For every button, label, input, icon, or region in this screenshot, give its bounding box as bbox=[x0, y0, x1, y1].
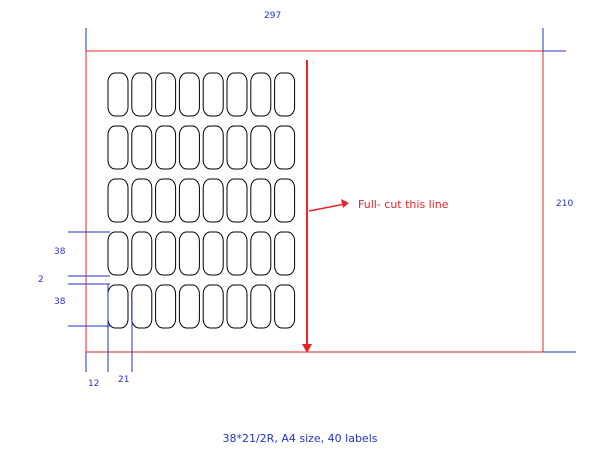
label-outline-40 bbox=[274, 284, 296, 329]
label-outline-25 bbox=[107, 231, 129, 276]
label-outline-39 bbox=[250, 284, 272, 329]
label-outline-6 bbox=[226, 72, 248, 117]
label-grid bbox=[107, 72, 296, 329]
label-outline-19 bbox=[155, 178, 177, 223]
label-outline-22 bbox=[226, 178, 248, 223]
label-outline-16 bbox=[274, 125, 296, 170]
label-height-value-2: 38 bbox=[54, 297, 66, 307]
label-outline-36 bbox=[178, 284, 200, 329]
label-outline-1 bbox=[107, 72, 129, 117]
label-outline-23 bbox=[250, 178, 272, 223]
label-outline-13 bbox=[202, 125, 224, 170]
label-outline-12 bbox=[178, 125, 200, 170]
row-gap-value: 2 bbox=[38, 275, 44, 285]
label-outline-29 bbox=[202, 231, 224, 276]
label-outline-34 bbox=[131, 284, 153, 329]
label-outline-17 bbox=[107, 178, 129, 223]
label-outline-14 bbox=[226, 125, 248, 170]
annotation-arrowhead bbox=[341, 199, 349, 208]
label-outline-15 bbox=[250, 125, 272, 170]
label-outline-7 bbox=[250, 72, 272, 117]
label-outline-37 bbox=[202, 284, 224, 329]
label-outline-26 bbox=[131, 231, 153, 276]
label-outline-2 bbox=[131, 72, 153, 117]
label-outline-33 bbox=[107, 284, 129, 329]
label-height-value: 38 bbox=[54, 247, 66, 257]
label-outline-27 bbox=[155, 231, 177, 276]
label-outline-9 bbox=[107, 125, 129, 170]
label-outline-38 bbox=[226, 284, 248, 329]
label-outline-11 bbox=[155, 125, 177, 170]
caption: 38*21/2R, A4 size, 40 labels bbox=[222, 432, 378, 445]
sheet-width-label: 297 bbox=[264, 11, 281, 21]
label-outline-5 bbox=[202, 72, 224, 117]
label-outline-4 bbox=[178, 72, 200, 117]
cut-line-arrowhead bbox=[302, 344, 312, 353]
label-outline-21 bbox=[202, 178, 224, 223]
annotation-arrow-line bbox=[308, 203, 346, 212]
sheet-border bbox=[85, 50, 544, 353]
label-outline-30 bbox=[226, 231, 248, 276]
label-width-value: 21 bbox=[118, 375, 129, 385]
sheet-height-label: 210 bbox=[556, 199, 573, 209]
label-outline-24 bbox=[274, 178, 296, 223]
cut-annotation: Full- cut this line bbox=[358, 198, 449, 211]
label-outline-20 bbox=[178, 178, 200, 223]
label-outline-35 bbox=[155, 284, 177, 329]
label-outline-28 bbox=[178, 231, 200, 276]
label-outline-8 bbox=[274, 72, 296, 117]
label-outline-10 bbox=[131, 125, 153, 170]
label-outline-31 bbox=[250, 231, 272, 276]
label-outline-18 bbox=[131, 178, 153, 223]
label-outline-32 bbox=[274, 231, 296, 276]
label-outline-3 bbox=[155, 72, 177, 117]
left-margin-value: 12 bbox=[88, 379, 99, 389]
